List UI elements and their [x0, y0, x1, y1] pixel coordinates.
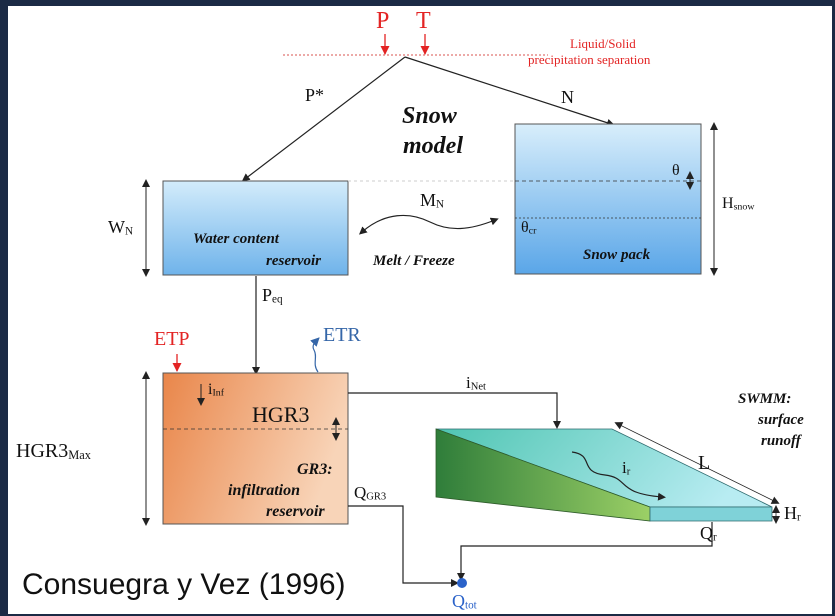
- snow-pack-label: Snow pack: [583, 247, 651, 263]
- snow-model-title-line1: Snow: [402, 103, 457, 129]
- hr-label: Hr: [784, 503, 801, 524]
- etp-label: ETP: [154, 328, 190, 350]
- theta-cr-label: θcr: [521, 219, 537, 237]
- melt-freeze-label: Melt / Freeze: [373, 253, 455, 269]
- gr3-label-line1: GR3:: [297, 461, 333, 478]
- ir-label: ir: [622, 458, 631, 478]
- l-label: L: [698, 452, 711, 474]
- qgr3-arrow: [348, 505, 459, 587]
- swmm-label-line1: SWMM:: [738, 391, 792, 407]
- qr-label: Qr: [700, 523, 717, 544]
- separation-note-line2: precipitation separation: [528, 52, 651, 67]
- gr3-label-line2: infiltration: [228, 482, 301, 499]
- swmm-label-line2: surface: [758, 412, 804, 428]
- etr-arrow: [310, 337, 320, 373]
- p-star-label: P*: [305, 85, 325, 105]
- iinf-label: iInf: [208, 381, 225, 399]
- hgr3max-label: HGR3Max: [16, 440, 91, 462]
- p-label: P: [376, 8, 390, 34]
- outlet-node: [457, 578, 467, 588]
- qgr3-label: QGR3: [354, 483, 387, 503]
- separation-note-line1: Liquid/Solid: [570, 36, 636, 51]
- hgr3-level-label: HGR3: [252, 402, 310, 427]
- p-star-arrow: [241, 56, 406, 182]
- qtot-label: Qtot: [452, 591, 477, 612]
- mn-label: MN: [420, 190, 445, 211]
- melt-freeze-arrow: [358, 214, 499, 235]
- n-arrow: [404, 56, 615, 127]
- t-label: T: [416, 8, 431, 34]
- water-content-label-line2: reservoir: [266, 253, 321, 269]
- theta-label: θ: [672, 162, 680, 179]
- swmm-label-line3: runoff: [761, 433, 801, 449]
- etr-label: ETR: [323, 324, 361, 346]
- qr-arrow: [457, 522, 713, 581]
- water-content-label-line1: Water content: [193, 231, 279, 247]
- ir-arrow: [571, 451, 666, 501]
- inet-arrow: [348, 392, 561, 429]
- citation-caption: Consuegra y Vez (1996): [22, 568, 346, 601]
- inet-label: iNet: [466, 373, 486, 393]
- gr3-box: [162, 372, 349, 525]
- l-arrow: [614, 422, 780, 504]
- gr3-label-line3: reservoir: [266, 503, 325, 520]
- wn-label: WN: [108, 217, 134, 238]
- hsnow-label: Hsnow: [722, 195, 755, 213]
- swmm-surface-front: [649, 506, 773, 522]
- n-label: N: [561, 87, 574, 107]
- water-content-box: [162, 180, 349, 276]
- snow-model-title-line2: model: [403, 133, 463, 159]
- snow-pack-box: [514, 123, 702, 275]
- peq-label: Peq: [262, 285, 283, 306]
